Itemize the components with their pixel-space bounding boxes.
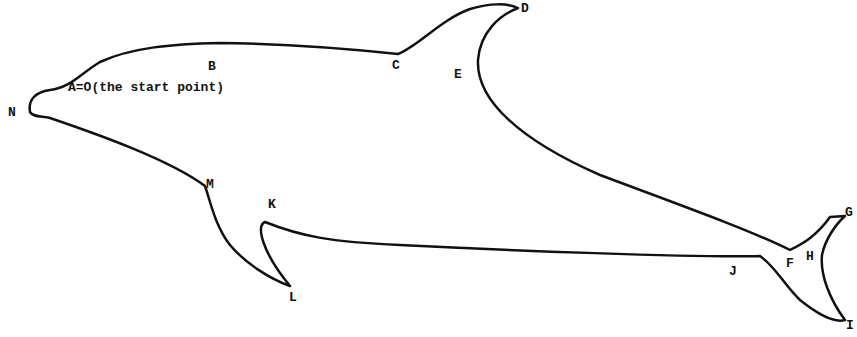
point-label: M [206, 177, 214, 193]
point-label: H [806, 249, 814, 265]
point-label: C [392, 58, 400, 74]
point-label: B [208, 59, 216, 75]
dolphin-body [30, 4, 845, 320]
point-label: L [289, 290, 297, 306]
point-label: I [846, 318, 854, 334]
point-label: F [786, 256, 794, 272]
point-label: K [268, 197, 276, 213]
point-label: G [845, 205, 853, 221]
point-label: J [729, 264, 737, 280]
start-point-label: A=O(the start point) [68, 80, 224, 96]
point-label: E [454, 67, 462, 83]
point-label: N [8, 105, 16, 121]
point-label: D [521, 1, 529, 17]
